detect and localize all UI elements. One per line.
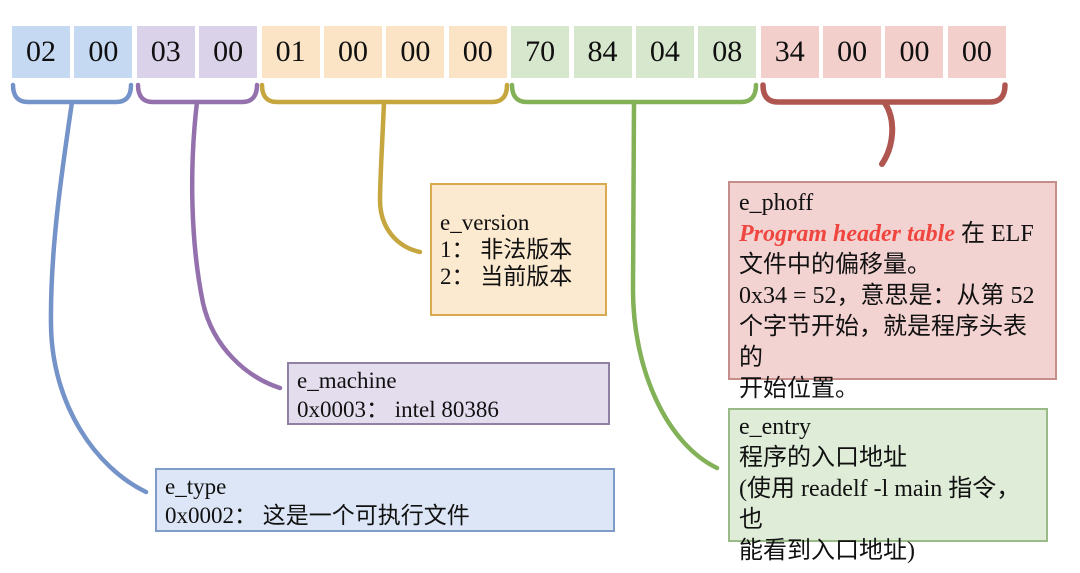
byte-cell: 01 bbox=[261, 26, 320, 78]
byte-cell: 00 bbox=[323, 26, 382, 78]
brace-e-phoff bbox=[760, 82, 1008, 105]
e-machine-title: e_machine bbox=[297, 368, 397, 393]
e-phoff-text: Program header table 在 ELF bbox=[739, 219, 1046, 250]
e-type-box: e_type 0x0002： 这是一个可执行文件 bbox=[155, 468, 615, 532]
e-phoff-text: 0x34 = 52，意思是：从第 52 bbox=[739, 283, 1035, 309]
e-version-text: 2： 当前版本 bbox=[440, 264, 573, 289]
byte-cell: 00 bbox=[947, 26, 1006, 78]
byte-cell: 00 bbox=[386, 26, 445, 78]
byte-cell: 00 bbox=[823, 26, 882, 78]
byte-row: 02 00 03 00 01 00 00 00 70 84 04 08 34 0… bbox=[12, 26, 1006, 78]
e-version-box: e_version 1： 非法版本 2： 当前版本 bbox=[430, 183, 607, 316]
e-machine-text: 0x0003： intel 80386 bbox=[297, 397, 499, 422]
e-type-title: e_type bbox=[165, 474, 227, 499]
e-phoff-text: 个字节开始，就是程序头表的 bbox=[739, 314, 1027, 371]
byte-cell: 00 bbox=[74, 26, 133, 78]
e-type-text: 0x0002： 这是一个可执行文件 bbox=[165, 503, 470, 528]
byte-cell: 02 bbox=[12, 26, 70, 78]
arrow-e-type bbox=[48, 99, 149, 495]
e-phoff-text: 在 ELF bbox=[955, 221, 1034, 247]
arrow-e-entry bbox=[630, 99, 720, 471]
byte-cell: 84 bbox=[573, 26, 632, 78]
byte-cell: 34 bbox=[760, 26, 819, 78]
e-phoff-text: 开始位置。 bbox=[739, 376, 859, 402]
e-entry-box: e_entry 程序的入口地址 (使用 readelf -l main 指令，也… bbox=[728, 408, 1048, 564]
e-entry-text: 能看到入口地址) bbox=[739, 538, 915, 564]
byte-cell: 00 bbox=[885, 26, 944, 78]
e-phoff-title: e_phoff bbox=[739, 190, 814, 216]
e-phoff-text: 文件中的偏移量。 bbox=[739, 252, 931, 278]
brace-e-type bbox=[10, 82, 134, 105]
e-version-text: 1： 非法版本 bbox=[440, 237, 573, 262]
arrow-e-version bbox=[377, 99, 423, 255]
byte-cell: 08 bbox=[698, 26, 757, 78]
arrow-e-machine bbox=[189, 99, 283, 391]
e-entry-text: 程序的入口地址 bbox=[739, 445, 907, 471]
byte-cell: 00 bbox=[199, 26, 258, 78]
e-phoff-highlight: Program header table bbox=[739, 221, 955, 247]
brace-e-machine bbox=[135, 82, 260, 105]
e-phoff-box: e_phoff Program header table 在 ELF 文件中的偏… bbox=[728, 181, 1057, 402]
byte-cell: 03 bbox=[136, 26, 195, 78]
e-version-title: e_version bbox=[440, 210, 530, 235]
brace-e-entry bbox=[509, 82, 759, 105]
e-entry-title: e_entry bbox=[739, 414, 811, 440]
byte-cell: 70 bbox=[511, 26, 570, 78]
byte-cell: 00 bbox=[448, 26, 507, 78]
byte-cell: 04 bbox=[635, 26, 694, 78]
arrow-e-phoff bbox=[879, 100, 896, 167]
e-entry-text: (使用 readelf -l main 指令，也 bbox=[739, 476, 1021, 533]
e-machine-box: e_machine 0x0003： intel 80386 bbox=[287, 362, 610, 425]
brace-e-version bbox=[259, 82, 510, 105]
